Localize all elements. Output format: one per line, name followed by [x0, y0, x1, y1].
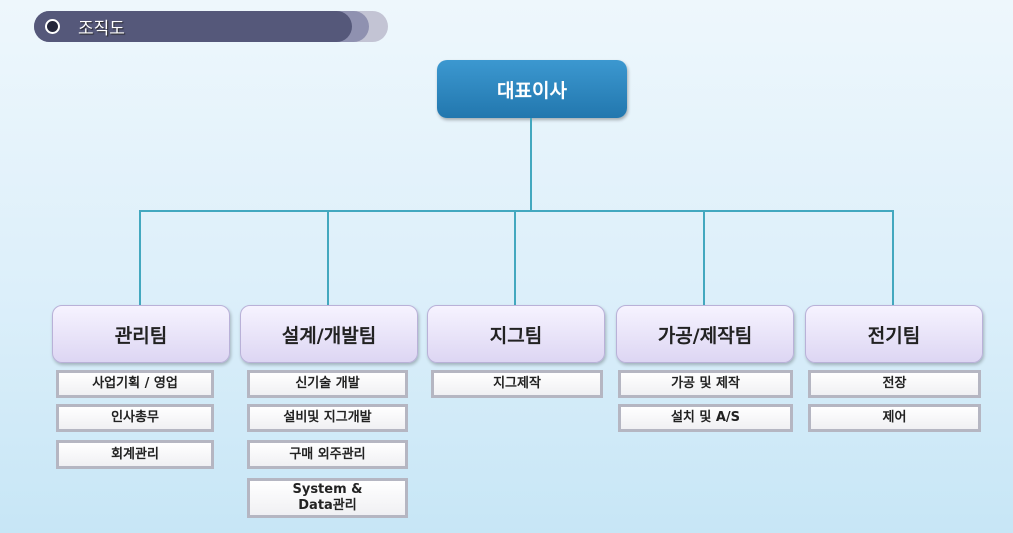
sub-unit-box: 사업기획 / 영업 [56, 370, 214, 398]
team-box: 지그팀 [427, 305, 605, 363]
sub-unit-box: 설비및 지그개발 [247, 404, 408, 432]
connector-line [327, 211, 329, 305]
page-title: 조직도 [78, 19, 125, 39]
connector-line [530, 118, 532, 212]
connector-line [892, 211, 894, 305]
connector-line [139, 211, 141, 305]
team-box: 관리팀 [52, 305, 230, 363]
title-bar-main [34, 11, 352, 42]
sub-unit-box: 지그제작 [431, 370, 603, 398]
connector-line [703, 211, 705, 305]
title-bar: 조직도 [34, 11, 388, 42]
connector-line [514, 211, 516, 305]
sub-unit-box: 전장 [808, 370, 981, 398]
team-box: 전기팀 [805, 305, 983, 363]
circle-bullet-icon [45, 19, 60, 34]
sub-unit-box: 인사총무 [56, 404, 214, 432]
connector-line [139, 210, 894, 212]
team-box: 가공/제작팀 [616, 305, 794, 363]
sub-unit-box: 제어 [808, 404, 981, 432]
sub-unit-box: 가공 및 제작 [618, 370, 793, 398]
sub-unit-box: System & Data관리 [247, 478, 408, 518]
sub-unit-box: 신기술 개발 [247, 370, 408, 398]
ceo-box: 대표이사 [437, 60, 627, 118]
team-box: 설계/개발팀 [240, 305, 418, 363]
sub-unit-box: 구매 외주관리 [247, 440, 408, 469]
sub-unit-box: 설치 및 A/S [618, 404, 793, 432]
sub-unit-box: 회계관리 [56, 440, 214, 469]
